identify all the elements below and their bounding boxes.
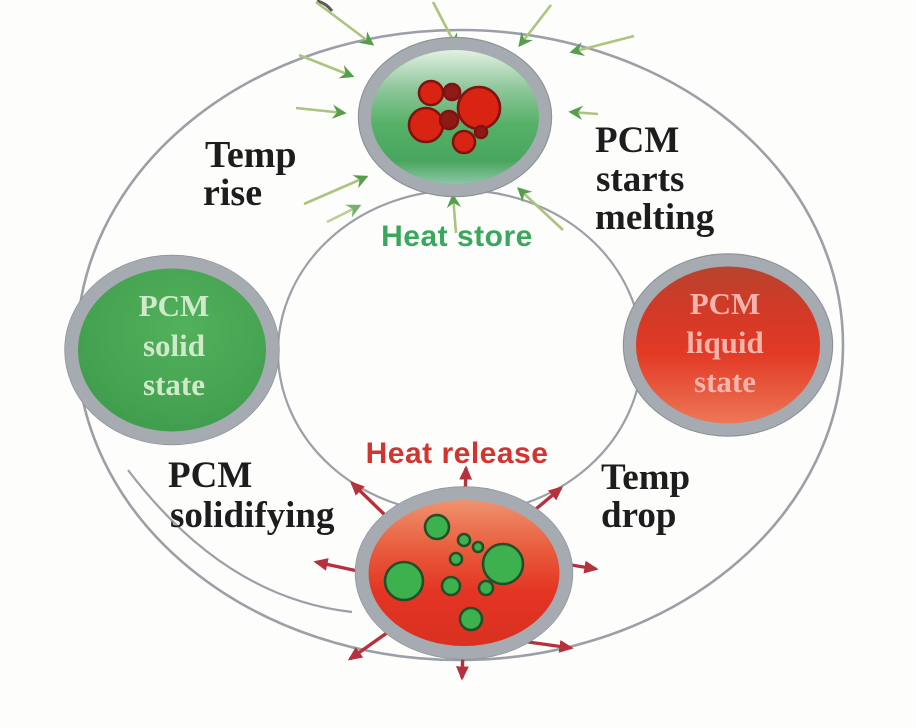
heat-release-node bbox=[354, 486, 574, 660]
solidifying-green-particles bbox=[383, 513, 525, 632]
temp-rise-label-line2: rise bbox=[203, 172, 262, 214]
temp-drop-label-line1: Temp bbox=[601, 457, 690, 498]
pcm-solid-state-label-line1: PCM bbox=[139, 288, 210, 323]
heat-in-arrow bbox=[295, 104, 347, 119]
heat-store-label: Heat store bbox=[381, 220, 533, 253]
heat-store-node-outline bbox=[357, 36, 553, 198]
green-particle bbox=[477, 579, 495, 597]
pcm-starts-melting-label-line3: melting bbox=[595, 197, 715, 238]
temp-rise-label-line1: Temp bbox=[205, 134, 297, 176]
heat-in-arrow bbox=[517, 187, 564, 231]
heat-store-node bbox=[357, 36, 553, 198]
green-particle bbox=[456, 532, 472, 548]
heat-release-label: Heat release bbox=[366, 437, 549, 470]
pcm-solid-state-label-line3: state bbox=[143, 367, 205, 402]
green-particle bbox=[481, 542, 525, 586]
pcm-liquid-state-label-line2: liquid bbox=[686, 325, 764, 360]
pcm-liquid-state-body bbox=[624, 254, 832, 436]
green-particle bbox=[458, 606, 484, 632]
heat-in-arrow bbox=[315, 0, 375, 46]
heat-in-arrow bbox=[446, 193, 462, 234]
pcm-starts-melting-label-line1: PCM bbox=[595, 120, 679, 161]
pcm-solid-state-label-line2: solid bbox=[143, 328, 205, 363]
pcm-liquid-state-node: PCM liquid state bbox=[622, 253, 834, 437]
heat-release-node-body bbox=[355, 487, 573, 659]
green-particle bbox=[383, 560, 425, 602]
heat-in-arrow bbox=[518, 4, 553, 48]
heat-in-arrows bbox=[295, 0, 635, 234]
pcm-solid-state-body bbox=[65, 255, 279, 445]
green-particle bbox=[471, 540, 485, 554]
heat-in-arrow bbox=[568, 105, 599, 120]
red-particle bbox=[456, 85, 502, 131]
pcm-liquid-state-label-line1: PCM bbox=[690, 286, 761, 321]
red-particle bbox=[442, 82, 462, 102]
outer-labels: Temp rise PCM starts melting PCM solidif… bbox=[168, 120, 715, 536]
green-particle bbox=[440, 575, 462, 597]
pcm-solidifying-label-line2: solidifying bbox=[170, 495, 335, 536]
pcm-liquid-state-outline bbox=[622, 253, 834, 437]
red-particle bbox=[438, 109, 460, 131]
red-particle bbox=[417, 79, 445, 107]
red-particle bbox=[407, 106, 445, 144]
green-particle bbox=[448, 551, 464, 567]
ring-band-arc-bottom-left bbox=[127, 469, 353, 614]
pcm-solid-state-node: PCM solid state bbox=[64, 254, 280, 446]
heat-in-arrow bbox=[569, 34, 635, 57]
heat-in-arrow bbox=[298, 53, 355, 79]
heat-out-arrow bbox=[347, 628, 392, 661]
red-particle bbox=[451, 129, 477, 155]
heat-out-arrow bbox=[350, 481, 392, 522]
temp-drop-label-line2: drop bbox=[601, 495, 676, 536]
pcm-liquid-state-label-line3: state bbox=[694, 364, 756, 399]
melting-red-particles bbox=[407, 79, 502, 155]
pcm-starts-melting-label-line2: starts bbox=[596, 159, 684, 200]
green-particle bbox=[423, 513, 451, 541]
pcm-solidifying-label-line1: PCM bbox=[168, 455, 252, 496]
red-particle bbox=[473, 124, 489, 140]
heat-in-arrow bbox=[303, 175, 369, 206]
heat-in-arrow bbox=[326, 204, 362, 224]
scan-artifact-mark bbox=[316, 0, 334, 12]
